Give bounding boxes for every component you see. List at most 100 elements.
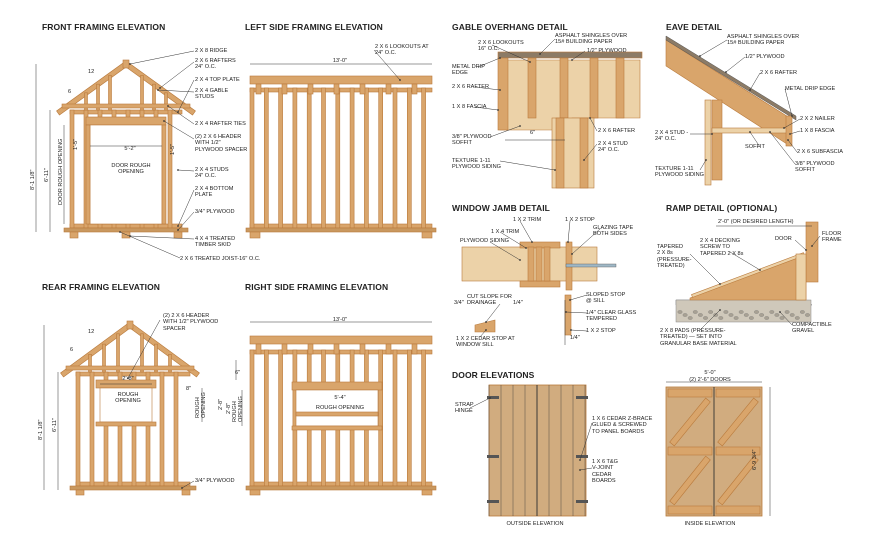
leader-dot	[583, 159, 585, 161]
plywood-floor	[63, 227, 189, 233]
ridge	[126, 320, 134, 330]
leader-line	[181, 480, 195, 489]
win-cedar-stop: 1 X 2 CEDAR STOP AT WINDOW SILL	[456, 336, 515, 349]
leader-line	[569, 294, 588, 301]
gravel-stone	[698, 313, 703, 317]
rear-rough-opening-v: ROUGH OPENING	[195, 392, 208, 418]
gable-plywood: 1/2" PLYWOOD	[587, 48, 627, 54]
callout-3-4-plywood: 3/4" PLYWOOD	[195, 209, 235, 215]
glass-pane	[565, 263, 617, 268]
leader-line	[177, 79, 195, 113]
win-sloped-stop: SLOPED STOP @ SILL	[586, 292, 626, 305]
title-gable-overhang: GABLE OVERHANG DETAIL	[452, 22, 568, 32]
callout-2x4-gable-studs: 2 X 4 GABLE STUDS	[195, 88, 229, 101]
leader-line	[811, 235, 821, 247]
leader-line	[699, 309, 721, 331]
stud	[555, 117, 565, 189]
gable-2x4-stud: 2 X 4 STUD 24" O.C.	[598, 141, 628, 154]
left-lookouts-callout: 2 X 6 LOOKOUTS AT 24" O.C.	[375, 44, 429, 57]
leader-dot	[519, 259, 521, 261]
jamb-board	[543, 246, 551, 282]
door-edge	[795, 253, 807, 301]
gravel-stone	[708, 310, 713, 314]
leader-line	[784, 88, 793, 117]
leader-line	[583, 143, 598, 161]
door-elevations-drawing	[469, 381, 771, 517]
gable-2x6-rafter-2: 2 X 6 RAFTER	[598, 128, 635, 134]
ramp-floor-frame: FLOOR FRAME	[822, 231, 842, 244]
lookout	[307, 83, 314, 95]
jamb-board	[527, 246, 535, 282]
leader-line	[794, 239, 807, 251]
z-brace-mid	[667, 446, 713, 456]
gable-overhang-drawing	[474, 38, 643, 189]
leader-dot	[571, 253, 573, 255]
leader-dot	[719, 283, 721, 285]
leader-dot	[791, 115, 793, 117]
lookout	[333, 343, 340, 355]
gravel-stone	[743, 313, 749, 317]
bottom-plate	[249, 481, 433, 487]
leader-line	[129, 235, 195, 240]
leader-line	[787, 139, 798, 153]
door-header	[85, 116, 167, 126]
leader-dot	[579, 469, 581, 471]
leader-dot	[579, 459, 581, 461]
z-brace-diagonal	[669, 455, 711, 506]
gable-shingles: ASPHALT SHINGLES OVER 15# BUILDING PAPER	[555, 33, 628, 46]
gable-lookouts: 2 X 6 LOOKOUTS 16" O.C.	[478, 40, 524, 53]
leader-dot	[589, 117, 591, 119]
shingles	[665, 35, 797, 121]
gable-stud	[152, 83, 156, 111]
rafter-tie	[65, 365, 195, 371]
win-dim-3-4: 3/4"	[454, 300, 464, 306]
leader-dot	[499, 89, 501, 91]
leader-line	[477, 57, 501, 68]
leader-line	[474, 106, 499, 111]
gravel-stone	[794, 316, 800, 320]
top-plate	[249, 349, 433, 355]
front-framing-drawing	[35, 50, 196, 259]
right-window-width: 5'-4"	[334, 395, 346, 401]
leader-line	[177, 211, 195, 231]
skid	[75, 489, 85, 496]
stud	[421, 349, 426, 487]
eave-fascia: 1 X 8 FASCIA	[800, 128, 835, 134]
lookout	[255, 83, 262, 95]
leader-line	[749, 131, 761, 148]
lookout	[281, 83, 288, 95]
gravel-stone	[677, 310, 683, 314]
door-count-label: (2) 2'-6" DOORS	[689, 377, 731, 383]
gable-fascia: 1 X 8 FASCIA	[452, 104, 487, 110]
callout-2x4-bottom-plate: 2 X 4 BOTTOM PLATE	[195, 186, 234, 199]
callout-2x6-header: (2) 2 X 6 HEADER WITH 1/2" PLYWOOD SPACE…	[195, 134, 248, 153]
door-strap-hinge: STRAP HINGE	[455, 402, 474, 415]
gable-stud	[116, 333, 120, 373]
stud	[173, 371, 179, 487]
gravel-stone	[723, 310, 729, 314]
gable-stud	[168, 354, 172, 373]
title-front-framing: FRONT FRAMING ELEVATION	[42, 22, 166, 32]
right-rough-opening-v: ROUGH OPENING	[232, 396, 245, 422]
siding	[704, 99, 712, 186]
lookout	[333, 83, 340, 95]
leader-dot	[787, 139, 789, 141]
strap-hinge	[487, 396, 499, 399]
door-tg-boards: 1 X 6 T&G V-JOINT CEDAR BOARDS	[592, 459, 619, 485]
stud	[392, 349, 398, 487]
leader-dot	[567, 241, 569, 243]
leader-line	[571, 228, 601, 255]
leader-dot	[570, 329, 572, 331]
gable-stud	[84, 92, 88, 111]
lookout	[307, 343, 314, 355]
stud	[278, 349, 283, 487]
title-left-side-framing: LEFT SIDE FRAMING ELEVATION	[245, 22, 383, 32]
gravel-stone	[713, 313, 719, 317]
stud	[278, 87, 283, 229]
leader-dot	[711, 133, 713, 135]
outside-door-pair	[488, 384, 587, 517]
ramp-decking: 2 X 4 DECKING SCREW TO TAPERED 2 X 8s	[700, 238, 744, 257]
ramp-length: 2'-0" (OR DESIRED LENGTH)	[718, 219, 794, 225]
